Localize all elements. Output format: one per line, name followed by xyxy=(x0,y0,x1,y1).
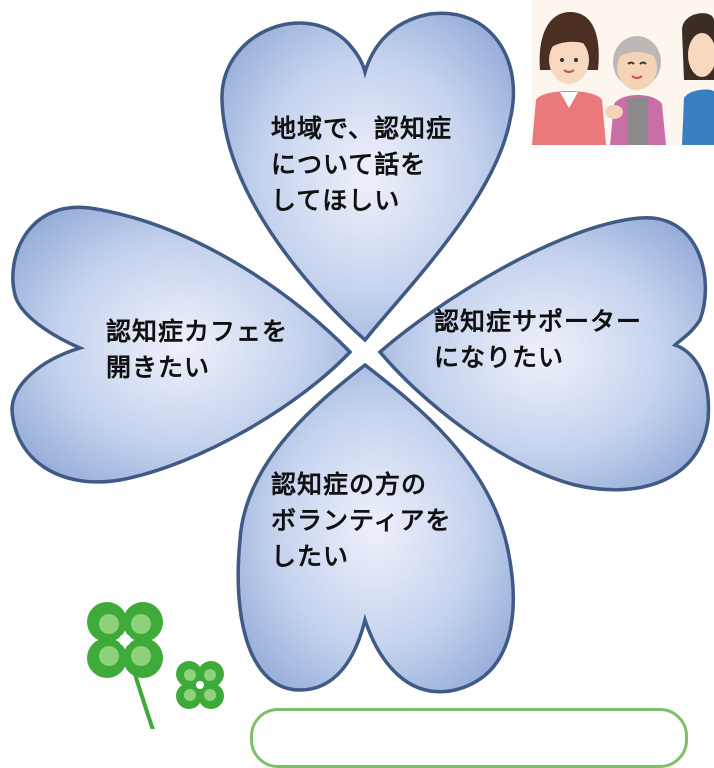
petal-top xyxy=(220,11,516,343)
petal-bottom xyxy=(236,362,515,694)
petal-left-text: 認知症カフェを 開きたい xyxy=(106,317,289,382)
petal-bottom-text: 認知症の方の ボランティアを したい xyxy=(271,470,452,571)
petal-right-text: 認知症サポーター になりたい xyxy=(434,307,643,372)
people-illustration xyxy=(532,0,714,145)
four-leaf-clover-icon xyxy=(87,602,224,731)
clover-diagram: 地域で、認知症 について話を してほしい 認知症サポーター になりたい 認知症カ… xyxy=(10,11,711,694)
bottom-panel xyxy=(250,708,688,768)
petal-top-text: 地域で、認知症 について話を してほしい xyxy=(271,114,453,215)
elderly-woman-with-family-icon xyxy=(532,0,714,145)
clover-petals xyxy=(10,11,711,694)
clover-decoration xyxy=(70,595,250,731)
petal-left xyxy=(10,205,353,484)
petal-right xyxy=(377,216,711,492)
